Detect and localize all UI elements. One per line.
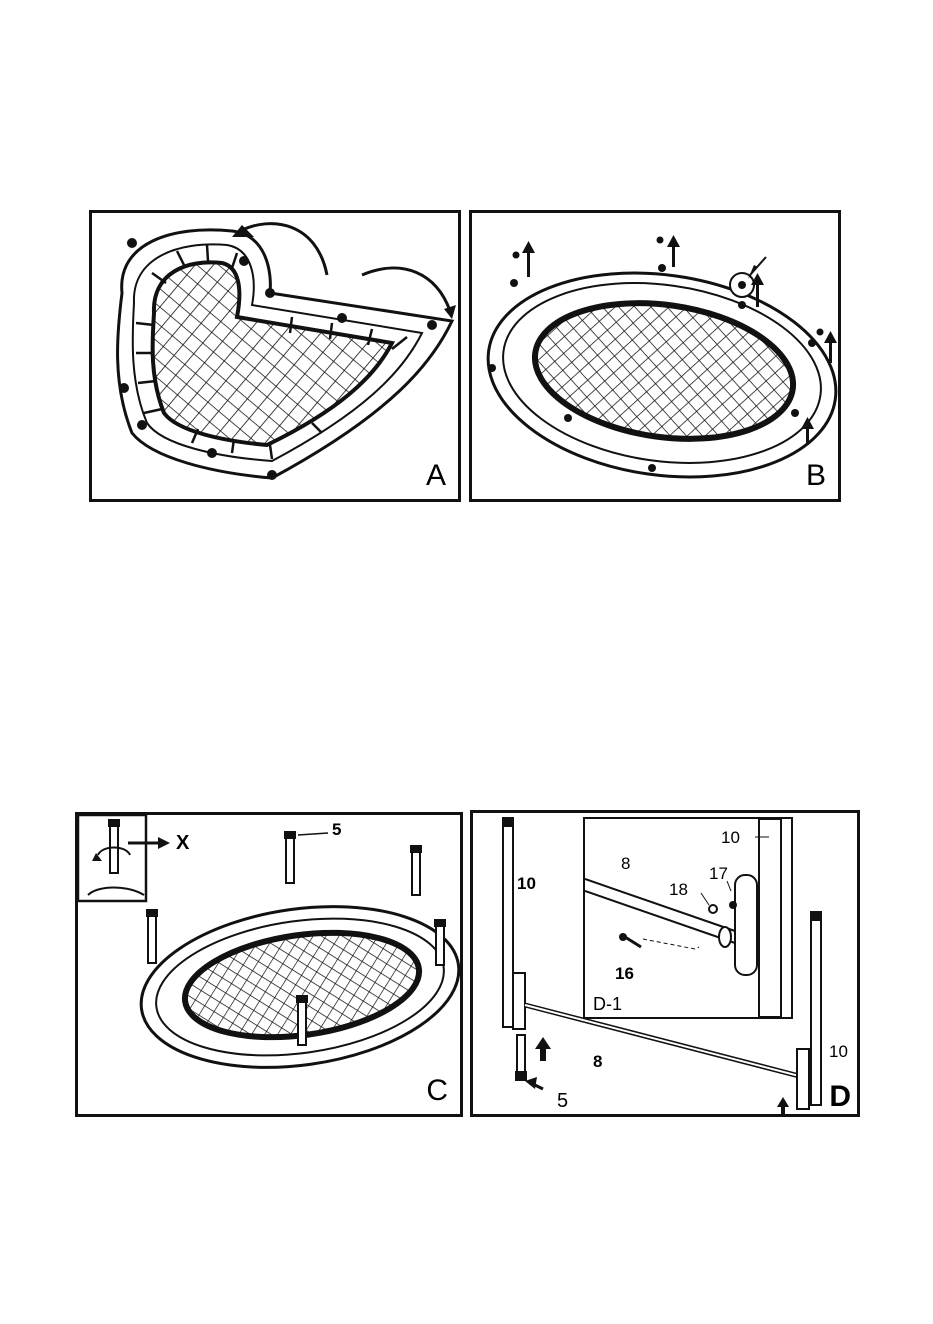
inset-d1: 10 8 17 18 16 D-1 (583, 817, 793, 1019)
callout-17: 17 (709, 865, 728, 882)
callout-x: X (176, 833, 189, 853)
callout-18: 18 (669, 881, 688, 898)
panel-d: 10 8 17 18 16 D-1 10 10 8 5 D (470, 810, 860, 1117)
sleeve (735, 875, 757, 975)
callout-10-inset: 10 (721, 829, 740, 846)
screw-16 (619, 933, 627, 941)
rotate-arrow-2 (362, 268, 450, 311)
right-leg-lower (797, 1049, 809, 1109)
callout-8-bar: 8 (593, 1053, 602, 1070)
up-arrow-left (535, 1037, 551, 1061)
callout-10-right: 10 (829, 1043, 848, 1060)
callout-10-left: 10 (517, 875, 536, 892)
inset-d1-illustration (585, 819, 791, 1017)
inset-d1-label: D-1 (593, 995, 622, 1013)
callout-16: 16 (615, 965, 634, 982)
callout-5: 5 (557, 1091, 568, 1111)
callout-8-inset: 8 (621, 855, 630, 872)
panel-a: A (89, 210, 461, 502)
callout-part-5: 5 (332, 821, 341, 838)
panel-c: 5 X C (75, 812, 463, 1117)
panel-b-illustration (472, 213, 838, 499)
washer-18 (709, 905, 717, 913)
bolt-17 (729, 901, 737, 909)
pole-10 (759, 819, 781, 1017)
up-arrow-right (777, 1097, 789, 1114)
left-leg-lower (513, 973, 525, 1029)
right-leg-upper (811, 915, 821, 1105)
panel-c-label: C (426, 1076, 448, 1106)
panel-b: B (469, 210, 841, 502)
panel-d-label: D (829, 1082, 851, 1112)
panel-b-label: B (806, 461, 826, 491)
panel-a-illustration (92, 213, 458, 499)
panel-a-label: A (426, 461, 446, 491)
panel-c-illustration (78, 815, 460, 1114)
left-leg-upper (503, 821, 513, 1027)
